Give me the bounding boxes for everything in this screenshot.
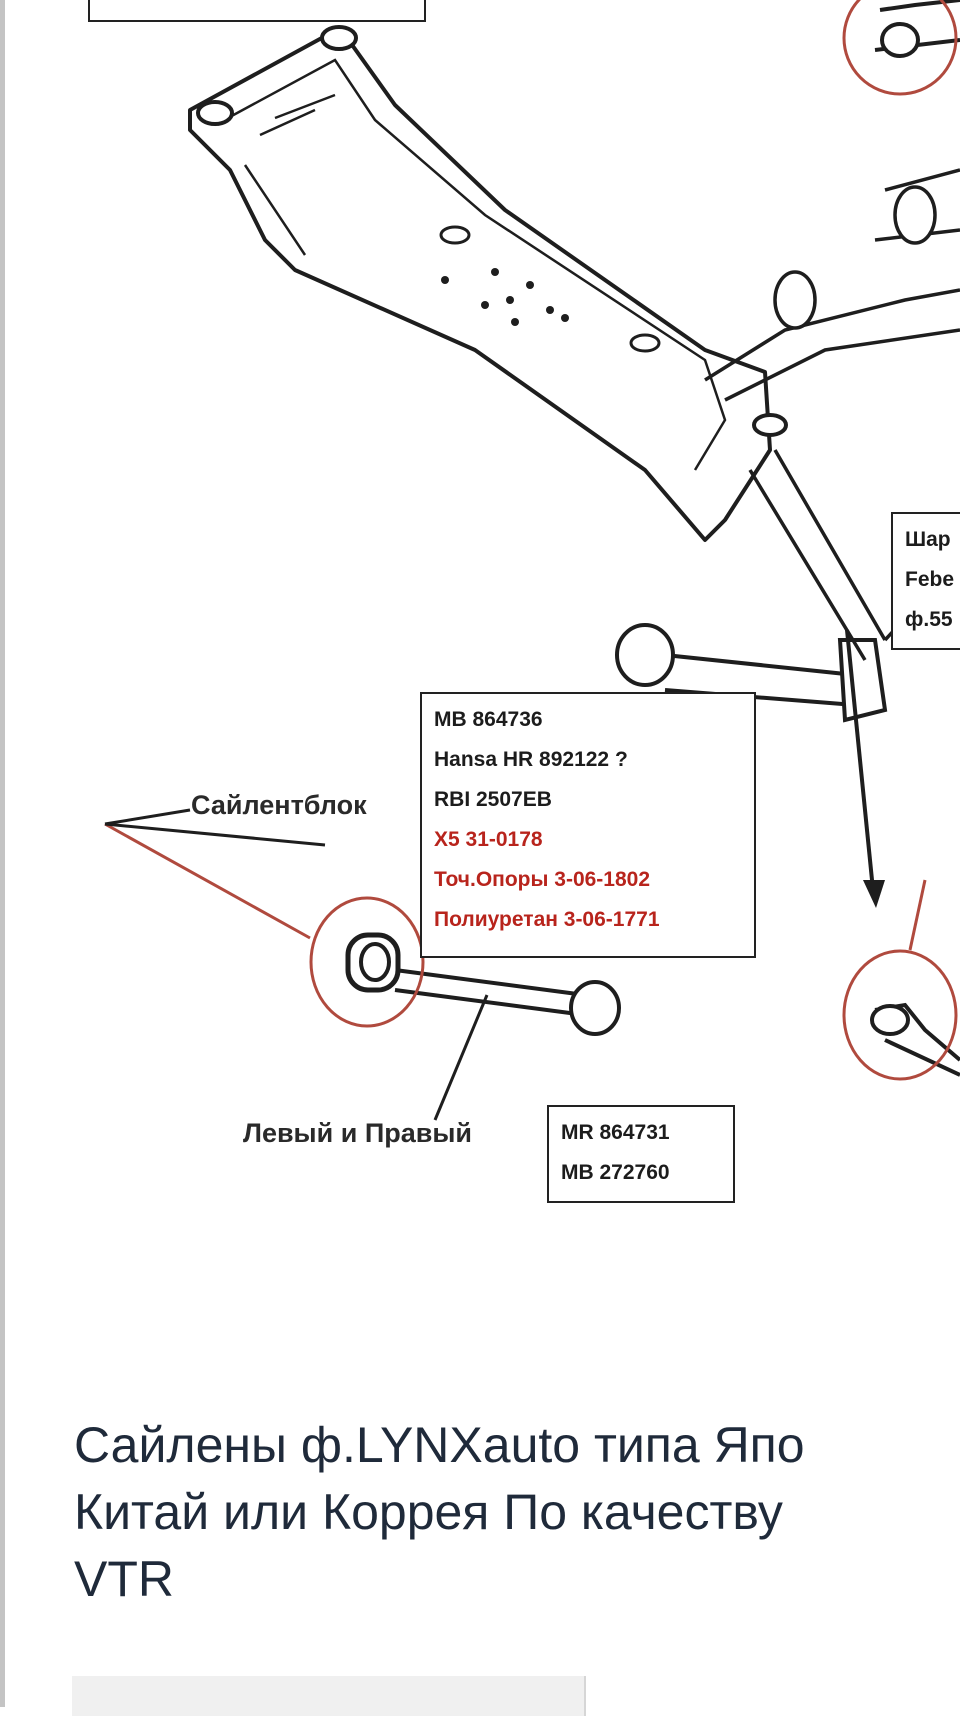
part-number-line: X5 31-0178 [434,828,543,851]
next-image-thumbnail[interactable] [72,1676,586,1716]
part-number-line: Полиуретан 3-06-1771 [434,908,660,931]
right-label-line: ф.55 [905,608,953,631]
bottom-part-number-line: MB 272760 [561,1161,670,1184]
subframe-drawing [104,0,960,1121]
suspension-diagram: 3-06-334 MB 864736 Hansa HR 892122 ? RBI… [5,0,960,1280]
top-label-box: 3-06-334 [88,0,426,22]
top-label-text: 3-06-334 [102,0,412,6]
right-label-box: Шар Febe ф.55 [891,512,960,650]
bottom-part-number-line: MR 864731 [561,1121,670,1144]
right-label-line: Febe [905,568,955,591]
post-caption: Сайлены ф.LYNXauto типа Япо Китай или Ко… [74,1417,805,1607]
silentblock-callout: Сайлентблок [191,790,367,820]
right-label-line: Шар [905,528,951,551]
part-number-line: MB 864736 [434,708,543,731]
part-numbers-box: MB 864736 Hansa HR 892122 ? RBI 2507EB X… [420,692,756,958]
page-left-border [0,0,5,1707]
left-right-callout: Левый и Правый [243,1118,472,1148]
bottom-part-numbers-box: MR 864731 MB 272760 [547,1105,735,1203]
part-number-line: Hansa HR 892122 ? [434,748,628,771]
part-number-line: RBI 2507EB [434,788,552,811]
part-number-line: Точ.Опоры 3-06-1802 [434,868,651,891]
